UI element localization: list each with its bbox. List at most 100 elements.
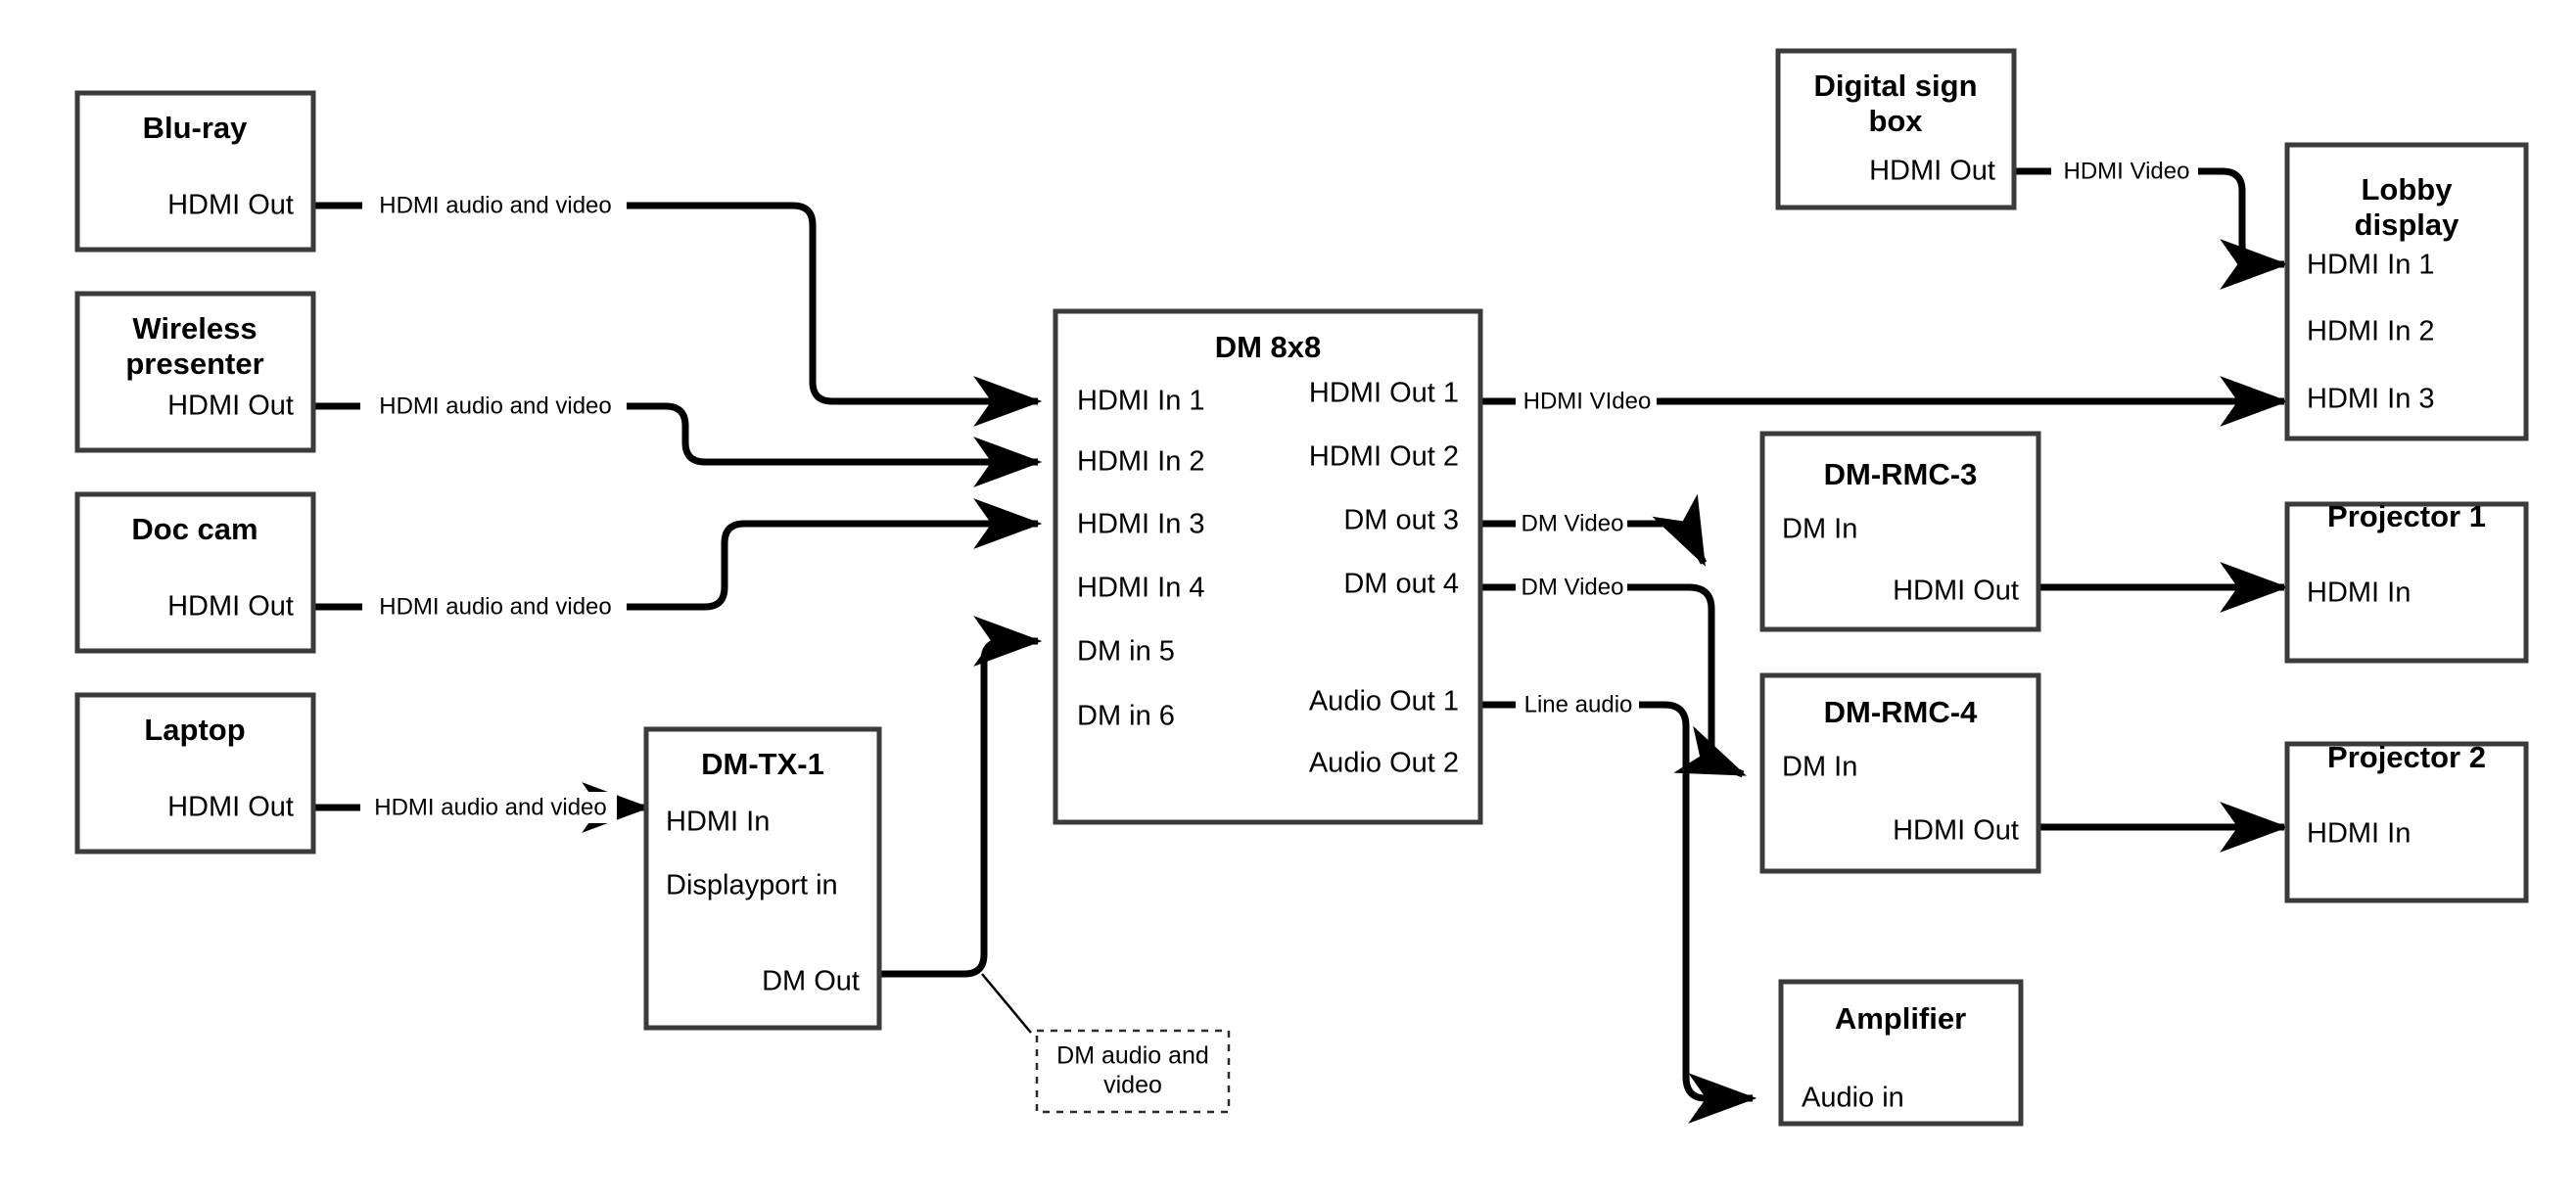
node-doc-cam-port-hdmi-out: HDMI Out bbox=[167, 591, 294, 623]
node-laptop[interactable]: Laptop HDMI Out bbox=[74, 692, 316, 855]
node-lobby-display-box[interactable] bbox=[2284, 142, 2529, 441]
node-digital-sign-box-title-line1: Digital sign bbox=[1813, 69, 1977, 103]
edge-label-laptop-to-dmtx1: HDMI audio and video bbox=[364, 792, 617, 823]
node-wireless-presenter[interactable]: Wireless presenter HDMI Out bbox=[74, 291, 316, 453]
wire-doccam-to-dm8x8-hdmi-in-3 bbox=[313, 498, 1043, 611]
node-amplifier[interactable]: Amplifier Audio in bbox=[1778, 979, 2024, 1127]
node-lobby-display-port-hdmi-in-1: HDMI In 1 bbox=[2307, 250, 2435, 281]
node-laptop-title: Laptop bbox=[144, 713, 245, 747]
node-digital-sign-box-box[interactable] bbox=[1775, 48, 2017, 210]
wire-dm8x8-dmout4-to-dmrmc4-dm-in bbox=[1480, 583, 1747, 778]
node-dm-8x8-output-audio-out-1: Audio Out 1 bbox=[1309, 686, 1459, 717]
node-dm-8x8-title: DM 8x8 bbox=[1215, 330, 1322, 364]
node-dm-tx-1-port-dm-out: DM Out bbox=[762, 966, 860, 997]
node-projector-2-box[interactable] bbox=[2284, 741, 2529, 903]
node-projector-2-port-hdmi-in: HDMI In bbox=[2307, 818, 2411, 850]
wire-dm8x8-dmout3-to-dmrmc3-dm-in bbox=[1480, 493, 1708, 567]
wire-dmtx1-to-dm8x8-dm-in-5 bbox=[879, 616, 1043, 1034]
node-dm-tx-1-port-displayport-in: Displayport in bbox=[666, 870, 838, 901]
node-dm-tx-1-box[interactable] bbox=[643, 726, 882, 1031]
node-dm-rmc-4-port-hdmi-out: HDMI Out bbox=[1893, 815, 2019, 847]
svg-text:HDMI Video: HDMI Video bbox=[2064, 158, 2190, 184]
node-projector-1-box[interactable] bbox=[2284, 501, 2529, 664]
node-dm-rmc-4[interactable]: DM-RMC-4 DM In HDMI Out bbox=[1759, 672, 2041, 874]
wire-dm8x8-audioout1-to-amplifier bbox=[1480, 701, 1757, 1124]
node-doc-cam-box[interactable] bbox=[74, 491, 316, 654]
node-dm-8x8-input-hdmi-in-4: HDMI In 4 bbox=[1077, 573, 1205, 604]
edge-label-dm-hdmiout1-to-lobby: HDMI VIdeo bbox=[1518, 386, 1657, 417]
node-dm-8x8-input-dm-in-5: DM in 5 bbox=[1077, 636, 1175, 668]
node-digital-sign-box[interactable]: Digital sign box HDMI Out bbox=[1775, 48, 2017, 210]
edge-label-dm-out3-to-rmc3: DM Video bbox=[1518, 508, 1627, 539]
node-wireless-presenter-title-line1: Wireless bbox=[132, 311, 257, 346]
node-wireless-presenter-port-hdmi-out: HDMI Out bbox=[167, 391, 294, 422]
note-dm-audio-and-video: DM audio and video bbox=[1035, 1029, 1231, 1114]
node-amplifier-port-audio-in: Audio in bbox=[1802, 1083, 1904, 1114]
node-dm-8x8-output-hdmi-out-1: HDMI Out 1 bbox=[1309, 378, 1459, 409]
edge-label-doccam-to-dm: HDMI audio and video bbox=[366, 591, 625, 623]
node-lobby-display[interactable]: Lobby display HDMI In 1 HDMI In 2 HDMI I… bbox=[2284, 142, 2529, 441]
node-projector-2[interactable]: Projector 2 HDMI In bbox=[2284, 740, 2529, 903]
node-dm-8x8-output-hdmi-out-2: HDMI Out 2 bbox=[1309, 441, 1459, 473]
edge-label-dm-audioout1-to-amp: Line audio bbox=[1518, 689, 1639, 720]
node-lobby-display-port-hdmi-in-2: HDMI In 2 bbox=[2307, 316, 2435, 347]
node-dm-rmc-3-box[interactable] bbox=[1759, 431, 2041, 632]
node-dm-tx-1-title: DM-TX-1 bbox=[701, 747, 824, 781]
node-dm-8x8-input-hdmi-in-3: HDMI In 3 bbox=[1077, 509, 1205, 540]
edge-label-bluray-to-dm: HDMI audio and video bbox=[366, 190, 625, 221]
note-dm-audio-and-video-line2: video bbox=[1103, 1072, 1162, 1099]
node-projector-1-port-hdmi-in: HDMI In bbox=[2307, 577, 2411, 609]
node-projector-2-title: Projector 2 bbox=[2327, 740, 2486, 774]
wire-digitalsign-to-lobby-hdmi-in-1 bbox=[2014, 167, 2289, 290]
node-dm-8x8-box[interactable] bbox=[1053, 308, 1483, 825]
node-bluray-box[interactable] bbox=[74, 90, 316, 253]
svg-text:DM Video: DM Video bbox=[1522, 574, 1624, 600]
node-bluray[interactable]: Blu-ray HDMI Out bbox=[74, 90, 316, 253]
node-bluray-port-hdmi-out: HDMI Out bbox=[167, 190, 294, 221]
wire-wireless-to-dm8x8-hdmi-in-2 bbox=[313, 402, 1043, 487]
note-dm-audio-and-video-box bbox=[1035, 1029, 1231, 1114]
svg-text:HDMI audio and video: HDMI audio and video bbox=[379, 593, 611, 620]
wire-bluray-to-dm8x8-hdmi-in-1 bbox=[313, 202, 1043, 427]
node-dm-8x8-input-hdmi-in-1: HDMI In 1 bbox=[1077, 386, 1205, 417]
node-dm-rmc-4-port-dm-in: DM In bbox=[1782, 752, 1857, 783]
svg-text:HDMI audio and video: HDMI audio and video bbox=[379, 192, 611, 218]
node-amplifier-box[interactable] bbox=[1778, 979, 2024, 1127]
node-dm-rmc-4-title: DM-RMC-4 bbox=[1824, 695, 1978, 729]
node-lobby-display-port-hdmi-in-3: HDMI In 3 bbox=[2307, 384, 2435, 415]
edge-label-sign-to-lobby: HDMI Video bbox=[2055, 156, 2198, 187]
node-digital-sign-box-title-line2: box bbox=[1868, 104, 1923, 138]
node-projector-1[interactable]: Projector 1 HDMI In bbox=[2284, 499, 2529, 664]
node-dm-rmc-3-port-dm-in: DM In bbox=[1782, 514, 1857, 545]
note-dm-audio-and-video-line1: DM audio and bbox=[1056, 1042, 1209, 1070]
node-amplifier-title: Amplifier bbox=[1835, 1001, 1966, 1036]
node-lobby-display-title-line2: display bbox=[2355, 208, 2460, 242]
node-dm-8x8-input-hdmi-in-2: HDMI In 2 bbox=[1077, 446, 1205, 478]
node-wireless-presenter-title-line2: presenter bbox=[125, 346, 263, 381]
node-lobby-display-title-line1: Lobby bbox=[2362, 172, 2454, 207]
node-projector-1-title: Projector 1 bbox=[2327, 499, 2486, 533]
node-dm-tx-1[interactable]: DM-TX-1 HDMI In Displayport in DM Out bbox=[643, 726, 882, 1031]
svg-text:HDMI audio and video: HDMI audio and video bbox=[379, 393, 611, 419]
edge-label-dm-out4-to-rmc4: DM Video bbox=[1518, 572, 1627, 603]
node-bluray-title: Blu-ray bbox=[143, 111, 249, 145]
node-dm-8x8-output-dm-out-3: DM out 3 bbox=[1343, 505, 1459, 536]
node-laptop-box[interactable] bbox=[74, 692, 316, 855]
node-wireless-presenter-box[interactable] bbox=[74, 291, 316, 453]
node-digital-sign-box-port-hdmi-out: HDMI Out bbox=[1869, 156, 1995, 187]
node-doc-cam-title: Doc cam bbox=[131, 512, 258, 546]
node-dm-rmc-3[interactable]: DM-RMC-3 DM In HDMI Out bbox=[1759, 431, 2041, 632]
node-doc-cam[interactable]: Doc cam HDMI Out bbox=[74, 491, 316, 654]
node-dm-8x8[interactable]: DM 8x8 HDMI In 1 HDMI In 2 HDMI In 3 HDM… bbox=[1053, 308, 1483, 825]
node-dm-tx-1-port-hdmi-in: HDMI In bbox=[666, 807, 770, 838]
node-dm-rmc-3-port-hdmi-out: HDMI Out bbox=[1893, 576, 2019, 607]
node-dm-rmc-4-box[interactable] bbox=[1759, 672, 2041, 874]
svg-text:HDMI audio and video: HDMI audio and video bbox=[374, 794, 606, 820]
node-laptop-port-hdmi-out: HDMI Out bbox=[167, 792, 294, 823]
svg-text:DM Video: DM Video bbox=[1522, 510, 1624, 536]
node-dm-rmc-3-title: DM-RMC-3 bbox=[1824, 457, 1978, 491]
svg-text:Line audio: Line audio bbox=[1524, 691, 1633, 717]
edge-label-wireless-to-dm: HDMI audio and video bbox=[364, 391, 627, 422]
svg-text:HDMI VIdeo: HDMI VIdeo bbox=[1523, 388, 1652, 414]
